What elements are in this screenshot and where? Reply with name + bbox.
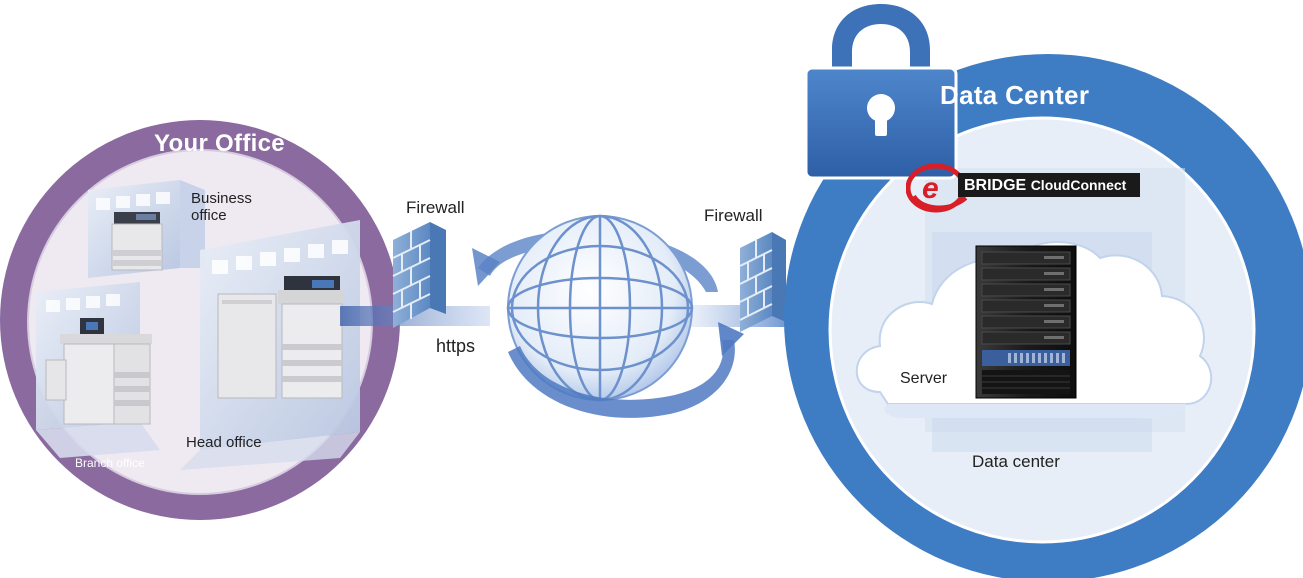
printer-icon bbox=[217, 276, 344, 399]
datacenter-title: Data Center bbox=[940, 80, 1090, 110]
datacenter-label: Data center bbox=[972, 452, 1060, 471]
business-office-label-line2: office bbox=[191, 207, 227, 224]
logo-e-letter: e bbox=[922, 172, 939, 205]
logo-wordmark: BRIDGE CloudConnect bbox=[958, 173, 1140, 197]
printer-icon bbox=[45, 318, 152, 425]
branch-office-label: Branch office bbox=[75, 456, 145, 470]
server-rack-icon bbox=[975, 245, 1077, 399]
printer-icon bbox=[111, 212, 163, 271]
firewall-icon bbox=[392, 222, 446, 328]
logo-cloudconnect-text: CloudConnect bbox=[1030, 177, 1127, 193]
business-office-label-line1: Business bbox=[191, 190, 252, 207]
logo-bridge-text: BRIDGE bbox=[964, 177, 1027, 194]
firewall-left-label: Firewall bbox=[406, 198, 465, 217]
head-office-label: Head office bbox=[186, 434, 262, 451]
firewall-right-label: Firewall bbox=[704, 206, 763, 225]
cloudconnect-logo: e BRIDGE CloudConnect bbox=[906, 160, 1142, 214]
datacenter-group bbox=[784, 54, 1303, 578]
https-label: https bbox=[436, 336, 476, 356]
business-office-label: Business office bbox=[191, 190, 252, 224]
office-group bbox=[0, 120, 400, 520]
padlock-icon bbox=[804, 4, 958, 180]
firewall-icon bbox=[739, 232, 786, 332]
globe-icon bbox=[472, 214, 744, 418]
office-title: Your Office bbox=[154, 130, 285, 157]
server-label: Server bbox=[900, 370, 948, 387]
